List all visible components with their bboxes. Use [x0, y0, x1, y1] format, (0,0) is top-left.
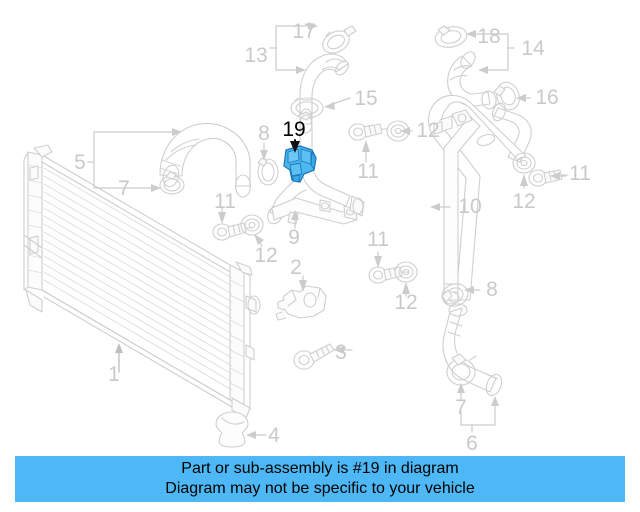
hose-assembly-part-6	[442, 303, 503, 433]
charge-air-pipe-part-9	[267, 114, 365, 229]
grommet-part-12-d	[512, 152, 536, 189]
bolt-part-11-b	[348, 123, 389, 163]
callout-label-2: 2	[290, 256, 302, 279]
callout-label-12a: 12	[254, 244, 277, 267]
charge-air-pipe-part-10	[427, 94, 532, 305]
bolt-part-11-d	[528, 169, 569, 187]
callout-label-15: 15	[354, 87, 377, 110]
callout-label-9: 9	[288, 226, 300, 249]
clamp-part-8-right	[441, 283, 481, 307]
callout-label-3: 3	[335, 341, 347, 364]
clamp-part-17	[322, 25, 357, 54]
callout-label-16: 16	[535, 86, 558, 109]
callout-label-12c: 12	[394, 291, 417, 314]
callout-label-18: 18	[477, 25, 500, 48]
bolt-part-11-c	[368, 251, 409, 284]
callout-label-11c: 11	[367, 228, 389, 251]
intercooler-part-1	[23, 144, 261, 419]
callout-label-19: 19	[282, 118, 305, 141]
callout-label-7b: 7	[455, 396, 467, 419]
callout-label-7a: 7	[118, 177, 130, 200]
rubber-mount-part-4	[215, 411, 267, 448]
callout-label-8b: 8	[486, 278, 498, 301]
grommet-part-12-a	[240, 214, 264, 247]
callout-label-11d: 11	[569, 162, 591, 185]
notice-banner: Part or sub-assembly is #19 in diagram D…	[15, 456, 625, 502]
callout-label-11b: 11	[357, 160, 379, 183]
hose-assembly-part-13	[269, 22, 357, 128]
clamp-part-8-left	[257, 142, 279, 186]
callout-label-13: 13	[244, 44, 267, 67]
grommet-part-12-b	[386, 120, 413, 142]
callout-label-1: 1	[108, 363, 120, 386]
callout-label-6: 6	[466, 432, 478, 455]
callout-label-14: 14	[521, 37, 545, 60]
clamp-part-15	[290, 97, 351, 121]
callout-label-4: 4	[268, 424, 280, 447]
callout-label-17: 17	[292, 20, 315, 43]
callout-label-5: 5	[74, 151, 86, 174]
callout-label-11a: 11	[214, 190, 236, 213]
callout-label-8a: 8	[258, 122, 270, 145]
callout-labels: 1 2 3 4 5 6 7 7 8 8 9 10 11 11 11 11 12 …	[74, 20, 591, 455]
callout-label-10: 10	[458, 195, 481, 218]
callout-label-12b: 12	[416, 119, 439, 142]
notice-line-2: Diagram may not be specific to your vehi…	[165, 480, 475, 497]
callout-label-12d: 12	[512, 190, 535, 213]
clamp-part-18	[434, 25, 468, 48]
notice-line-1: Part or sub-assembly is #19 in diagram	[181, 460, 459, 477]
bracket-part-2	[275, 275, 327, 321]
clamp-part-16	[491, 81, 531, 111]
hose-assembly-part-5	[87, 122, 252, 198]
bolt-part-3	[293, 343, 353, 370]
hose-assembly-part-14	[434, 25, 515, 110]
grommet-part-12-c	[394, 261, 418, 297]
sensor-part-19-highlighted	[283, 139, 317, 183]
